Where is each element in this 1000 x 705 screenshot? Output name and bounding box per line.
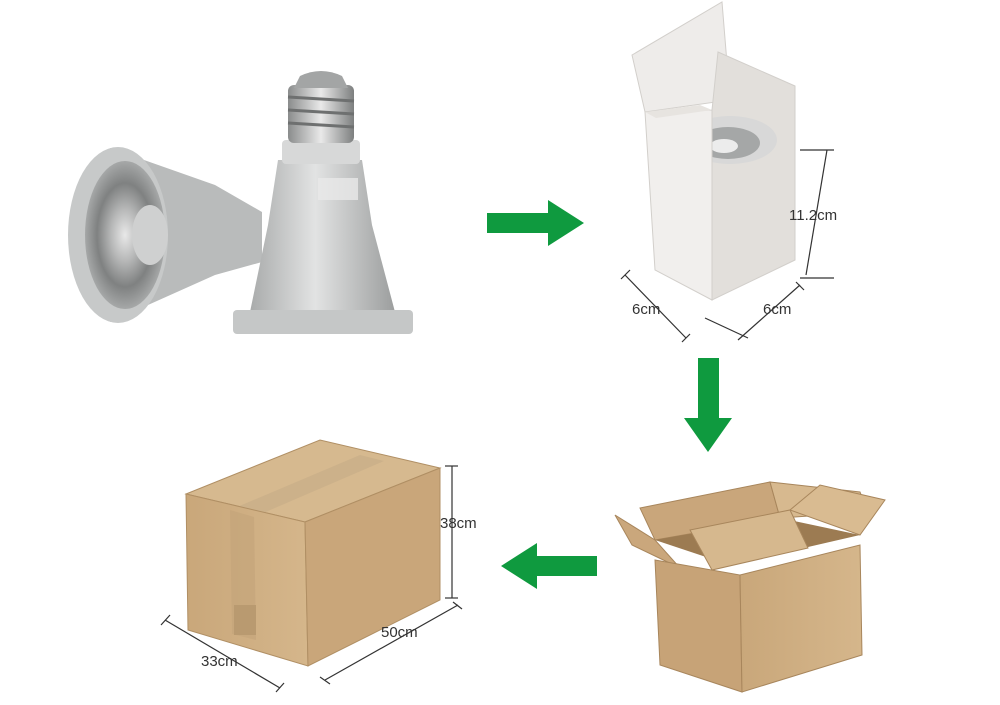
sealed-carton-dimension-lines — [160, 465, 463, 693]
arrow-right-icon — [487, 200, 584, 246]
inner-box-dimension-lines — [620, 149, 834, 343]
sealed-carton-icon — [184, 439, 442, 667]
sealed-carton-depth-label: 33cm — [201, 653, 238, 670]
arrow-down-icon — [684, 358, 732, 452]
inner-box-width-label: 6cm — [632, 301, 660, 318]
open-inner-box-icon — [631, 1, 796, 301]
led-bulb-icon — [68, 71, 413, 334]
open-carton-icon — [614, 481, 886, 693]
inner-box-depth-label: 6cm — [763, 301, 791, 318]
arrow-left-icon — [501, 543, 597, 589]
sealed-carton-height-label: 38cm — [440, 515, 477, 532]
sealed-carton-width-label: 50cm — [381, 624, 418, 641]
inner-box-height-label: 11.2cm — [789, 207, 837, 224]
